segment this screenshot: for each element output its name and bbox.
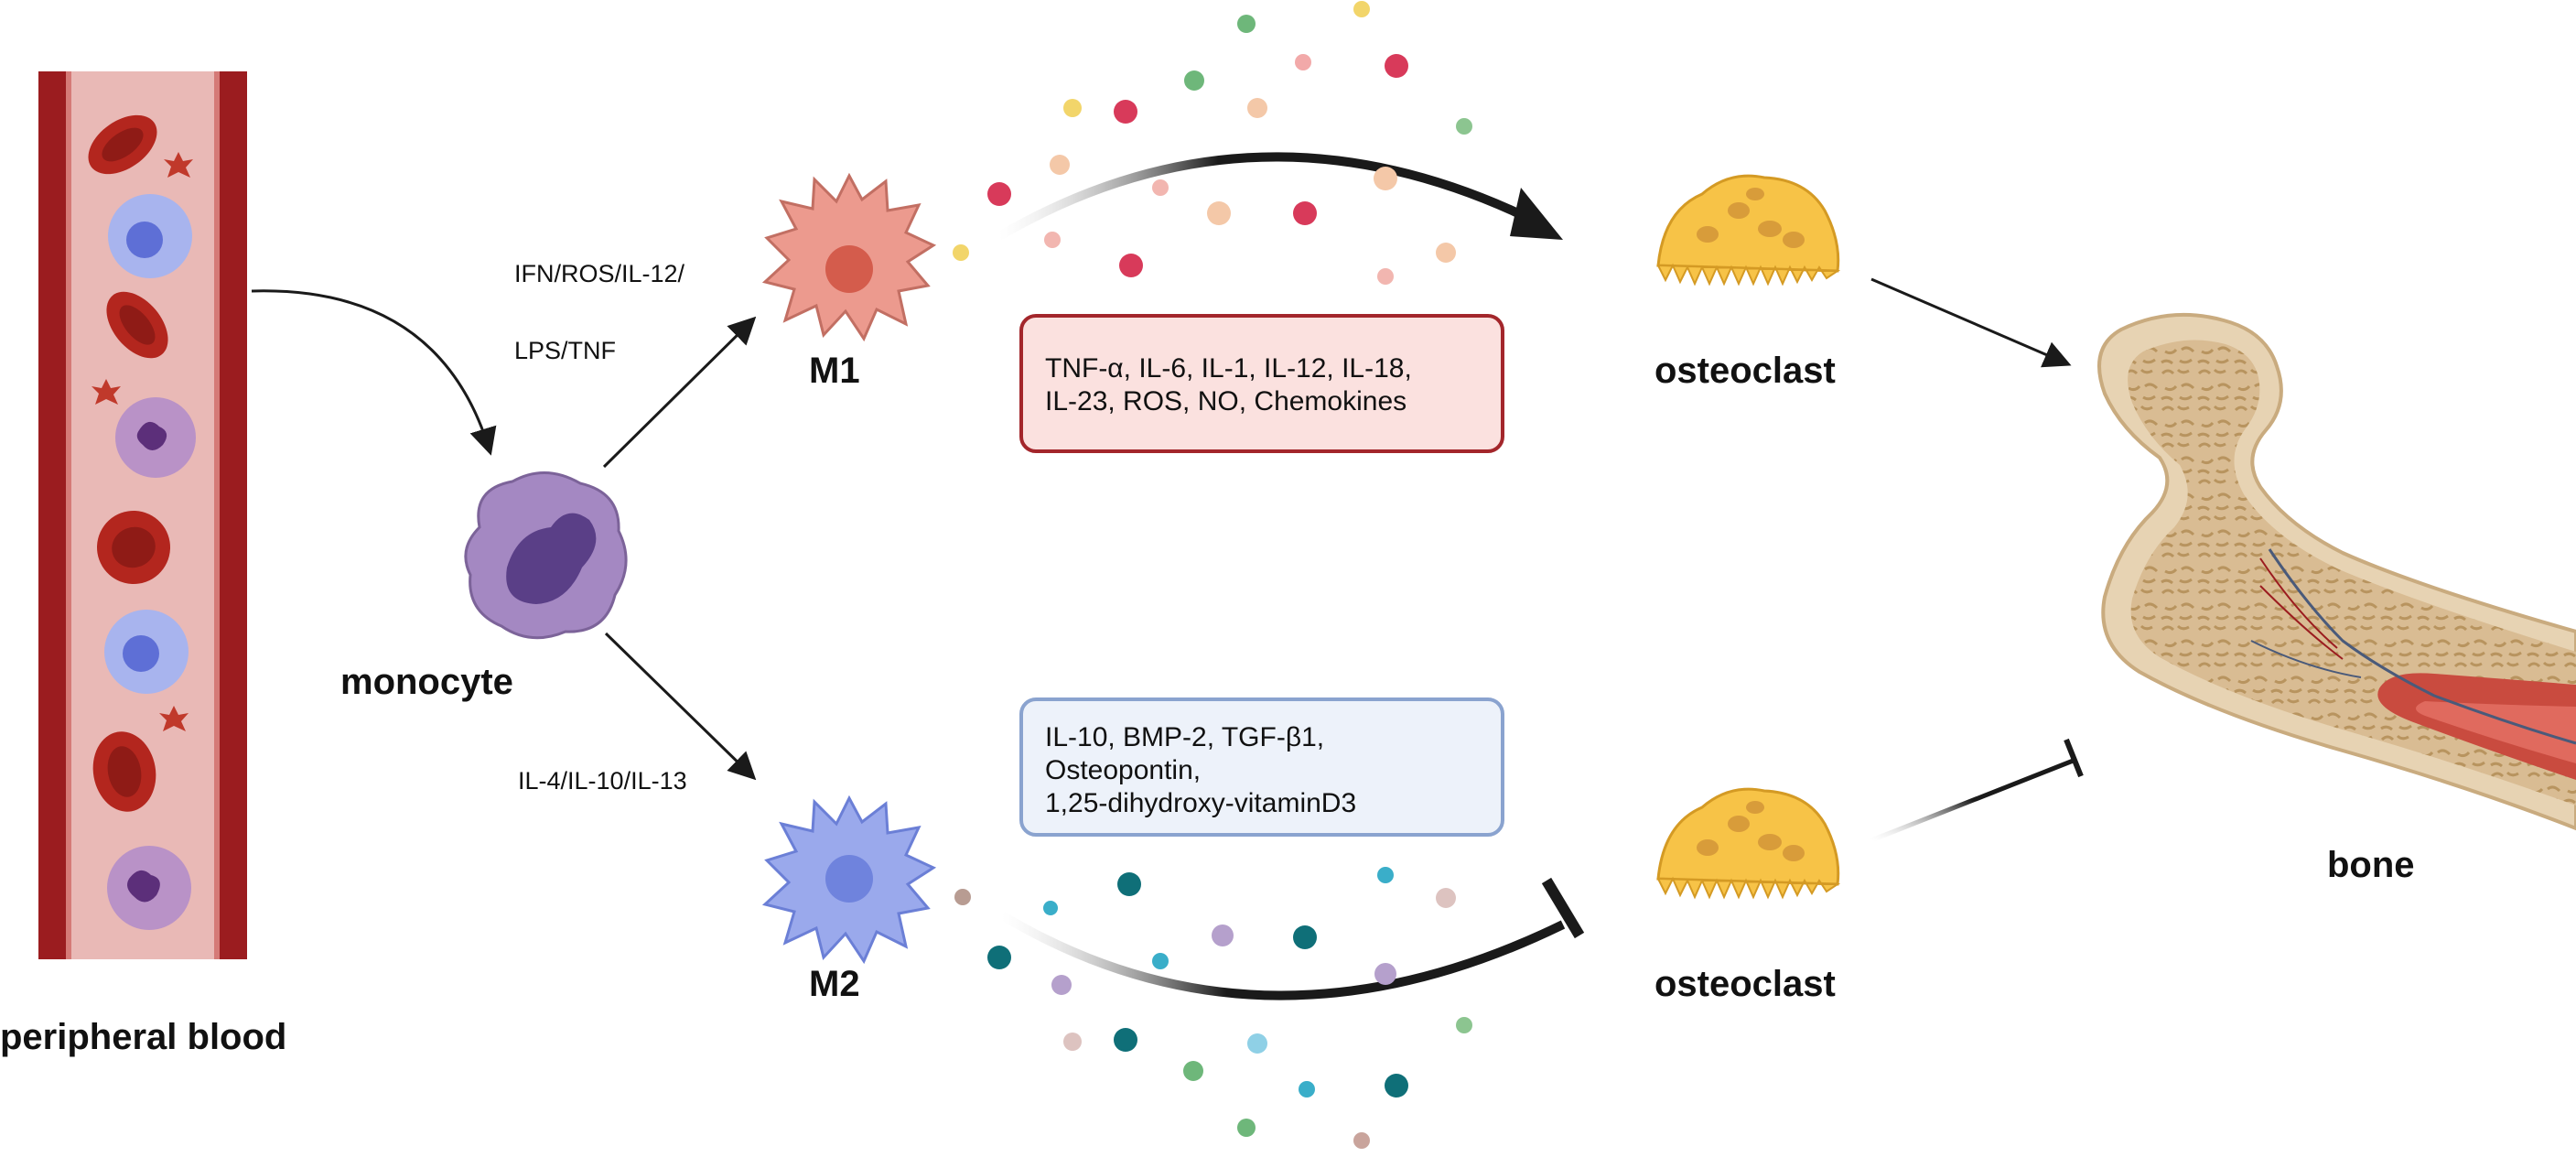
m2-cytokine-box [1019,697,1504,837]
granulocyte [115,397,196,478]
m2-stimuli-line1: IL-4/IL-10/IL-13 [518,767,687,795]
platelet [159,706,189,731]
arrow-osteoclast-to-bone [1870,277,2072,368]
m1-stimuli-line1: IFN/ROS/IL-12/ [514,260,685,287]
red-blood-cell [97,511,170,584]
label-monocyte: monocyte [340,662,513,702]
inhibit-m2-osteoclast [999,911,1566,1000]
red-blood-cell [106,291,168,359]
label-osteoclast-top: osteoclast [1654,351,1836,391]
label-peripheral-blood: peripheral blood [0,1017,286,1057]
m1-box-line2: IL-23, ROS, NO, Chemokines [1045,386,1407,416]
label-bone: bone [2327,845,2415,885]
m1-macrophage-cell [761,172,937,342]
m1-cytokine-box [1019,314,1504,453]
label-osteoclast-bottom: osteoclast [1654,964,1836,1004]
red-blood-cell [92,731,156,812]
m2-box-line3: 1,25-dihydroxy-vitaminD3 [1045,788,1356,818]
monocyte-cell [464,471,628,640]
label-m2: M2 [809,964,860,1004]
lymphocyte [108,194,192,278]
inhibit-osteoclast-bone [1870,757,2076,843]
label-m1: M1 [809,351,860,391]
m2-cytokine-dots [954,867,1472,1149]
m1-box-line1: TNF-α, IL-6, IL-1, IL-12, IL-18, [1045,353,1412,384]
lymphocyte [104,610,189,694]
osteoclast-cell-top [1656,174,1841,287]
platelet [92,379,121,405]
arrow-blood-to-monocyte [251,289,497,456]
m2-box-line1: IL-10, BMP-2, TGF-β1, [1045,722,1324,752]
bone-illustration [2097,312,2576,831]
m1-cytokine-dots [953,1,1472,285]
platelet [164,152,193,178]
arrow-monocyte-to-m2 [604,632,757,781]
granulocyte [107,846,191,930]
blood-vessel [38,71,247,959]
osteoclast-cell-bottom [1656,787,1841,900]
m1-stimuli-line2: LPS/TNF [514,337,616,364]
arrow-monocyte-to-m1 [602,316,757,469]
m2-macrophage-cell [761,795,937,965]
arrow-m1-to-osteoclast [997,152,1549,241]
red-blood-cell [88,114,157,175]
m2-box-line2: Osteopontin, [1045,755,1201,785]
